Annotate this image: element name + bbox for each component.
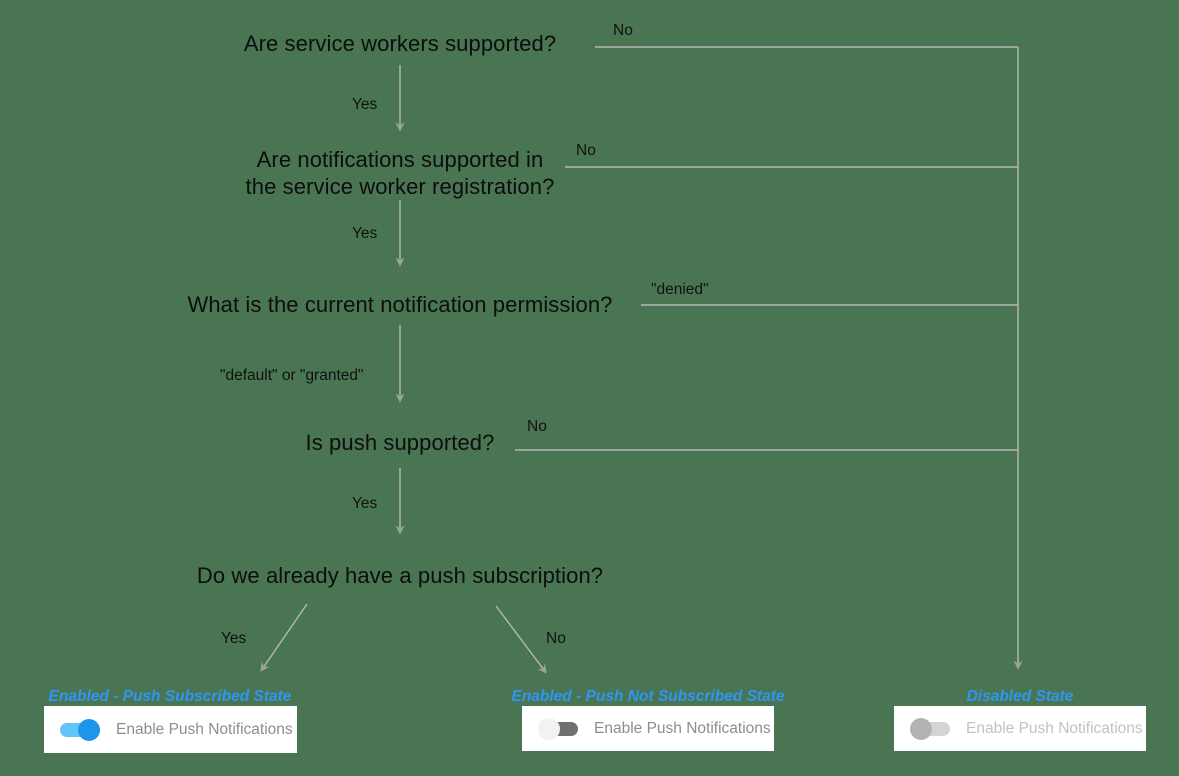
edge-label-yes-has-subscription: Yes: [221, 630, 247, 647]
state-title-enabled-push-subscribed: Enabled - Push Subscribed State: [48, 688, 292, 705]
state-title-disabled: Disabled State: [966, 688, 1074, 705]
edge-label-no-push-supported: No: [527, 418, 547, 435]
toggle-knob: [910, 717, 932, 740]
edge-label-no-service-workers: No: [613, 22, 633, 39]
edge-label-yes-notifications: Yes: [352, 225, 378, 242]
question-node-notifications-supported: Are notifications supported in the servi…: [245, 147, 555, 199]
push-toggle-on[interactable]: [60, 717, 104, 743]
state-card-enabled-push-subscribed: Enable Push Notifications: [44, 706, 297, 753]
push-toggle-label: Enable Push Notifications: [116, 720, 293, 738]
push-toggle-label: Enable Push Notifications: [594, 719, 771, 737]
state-card-enabled-push-not-subscribed: Enable Push Notifications: [522, 706, 774, 751]
push-toggle-disabled: [910, 716, 954, 742]
state-card-disabled: Enable Push Notifications: [894, 706, 1146, 751]
edge-label-yes-service-workers: Yes: [352, 96, 378, 113]
state-enabled-push-not-subscribed: Enabled - Push Not Subscribed State Enab…: [490, 688, 806, 751]
edge-label-no-notifications: No: [576, 142, 596, 159]
toggle-knob: [538, 717, 560, 740]
question-node-push-supported: Is push supported?: [305, 430, 495, 455]
question-node-service-workers: Are service workers supported?: [243, 31, 557, 56]
push-toggle-label: Enable Push Notifications: [966, 719, 1143, 737]
toggle-knob: [78, 718, 100, 741]
question-node-push-subscription: Do we already have a push subscription?: [196, 563, 604, 588]
edge-label-yes-push-supported: Yes: [352, 495, 378, 512]
edge-label-default-or-granted-permission: "default" or "granted": [220, 367, 364, 384]
edge-label-denied-permission: "denied": [651, 281, 709, 298]
push-toggle-off[interactable]: [538, 716, 582, 742]
state-enabled-push-subscribed: Enabled - Push Subscribed State Enable P…: [20, 688, 320, 753]
question-node-notification-permission: What is the current notification permiss…: [187, 292, 613, 317]
state-title-enabled-push-not-subscribed: Enabled - Push Not Subscribed State: [511, 688, 785, 705]
state-disabled: Disabled State Enable Push Notifications: [890, 688, 1150, 751]
edge-label-no-has-subscription: No: [546, 630, 566, 647]
